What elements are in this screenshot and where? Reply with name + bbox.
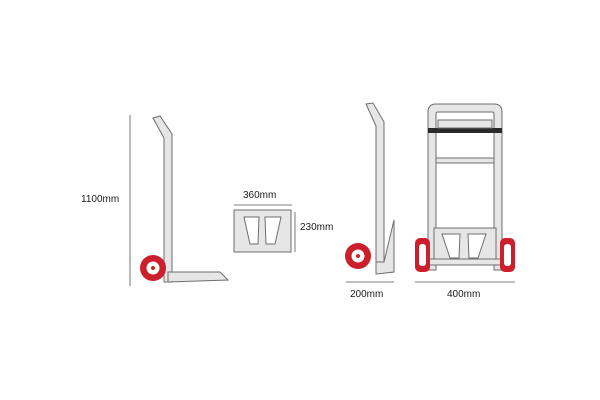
handle-grip [428,128,502,133]
plate-depth-label: 230mm [300,222,333,233]
plate-cutout-left [243,216,260,245]
front-wheel-right-hub [504,244,511,266]
side-view-hand-truck: 1100mm [81,115,230,286]
handle-plate [437,119,493,129]
width-label: 400mm [447,289,480,300]
front-wheel-left-hub [419,244,426,266]
axle [423,258,507,266]
plate-cutout-right [264,216,282,245]
cross-bar-upper [435,157,495,164]
side-view-right: 200mm [345,102,395,300]
front-cutout-left [441,233,461,259]
right-side-frame [365,102,385,273]
side-wheel-axle [151,266,155,270]
side-nose-plate [167,271,230,283]
right-side-nose-plate [375,219,395,275]
right-side-wheel-axle [356,254,360,258]
depth-label: 200mm [350,289,383,300]
nose-plate-view: 360mm 230mm [233,190,333,253]
front-view-hand-truck: 400mm [415,103,515,300]
plate-width-label: 360mm [243,190,276,201]
nose-plate [233,209,292,253]
height-label: 1100mm [81,194,119,205]
front-cutout-right [467,233,487,259]
